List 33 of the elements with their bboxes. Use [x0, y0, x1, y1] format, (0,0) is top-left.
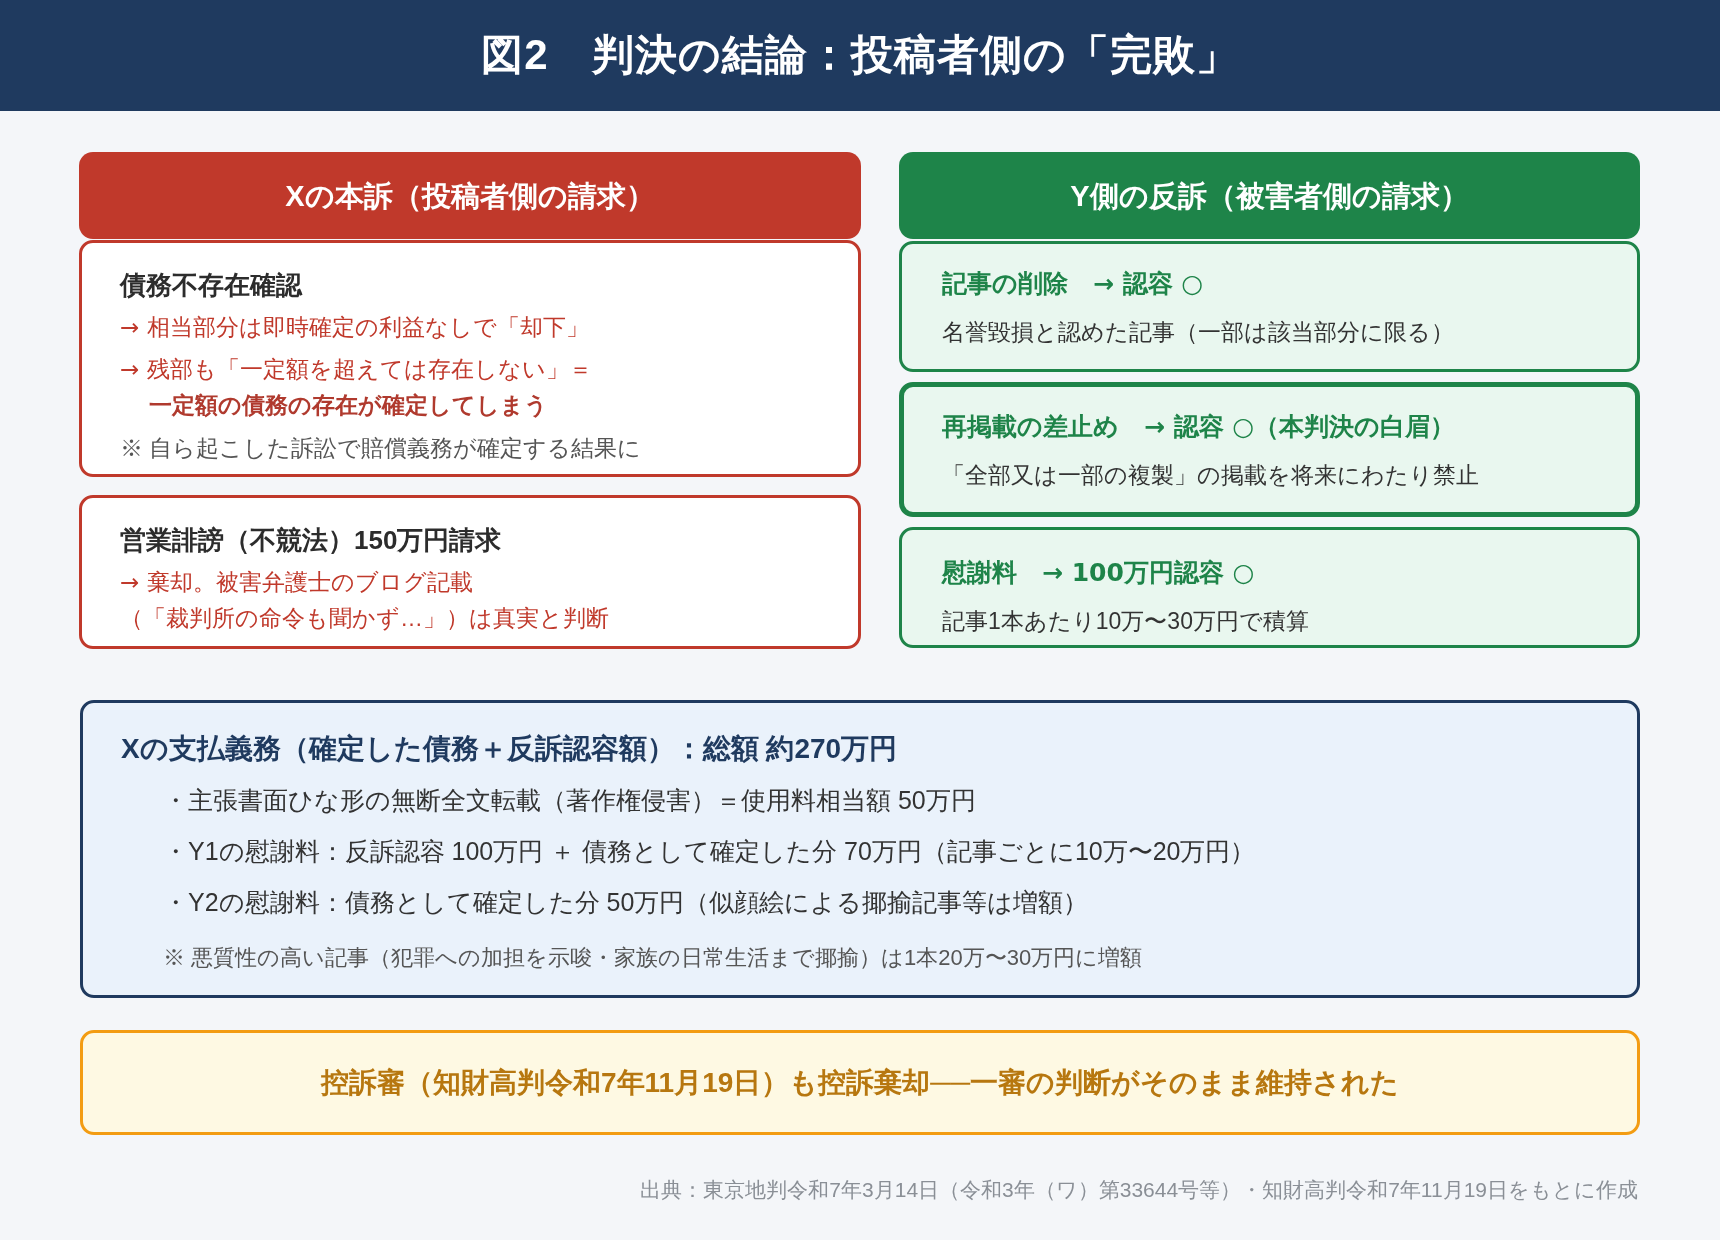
column-header: [899, 152, 1640, 239]
ruling-text: → 残部も「一定額を超えては存在しない」＝: [120, 355, 592, 384]
summary-heading: Xの支払義務（確定した債務＋反訴認容額）：総額 約270万円: [121, 732, 898, 766]
note-text: ※ 自ら起こした訴訟で賠償義務が確定する結果に: [120, 434, 642, 463]
ruling-text: → 相当部分は即時確定の利益なしで「却下」: [120, 313, 589, 342]
card-heading: 債務不存在確認: [120, 269, 302, 302]
counterclaim-card: [899, 527, 1640, 648]
ruling-text: → 棄却。被害弁護士のブログ記載: [120, 568, 473, 597]
card-heading: 慰謝料 → 100万円認容 ○: [942, 557, 1255, 589]
bullet-item: ・Y1の慰謝料：反訴認容 100万円 ＋ 債務として確定した分 70万円（記事ごとに10万〜20万円）: [163, 836, 1256, 867]
ruling-conclusion: 一定額の債務の存在が確定してしまう: [149, 391, 548, 420]
column-header: [79, 152, 861, 239]
counterclaim-card: [899, 241, 1640, 372]
ruling-text: （「裁判所の命令も聞かず…」）は真実と判断: [120, 604, 609, 633]
appeal-banner: [80, 1030, 1640, 1135]
card-body-text: 名誉毀損と認めた記事（一部は該当部分に限る）: [942, 318, 1454, 347]
summary-panel: [80, 700, 1640, 998]
note-text: ※ 悪質性の高い記事（犯罪への加担を示唆・家族の日常生活まで揶揄）は1本20万〜30万円に増額: [163, 944, 1143, 972]
column-title: Xの本訴（投稿者側の請求）: [285, 178, 655, 214]
card-body-text: 記事1本あたり10万〜30万円で積算: [942, 607, 1309, 636]
counterclaim-card: [899, 382, 1640, 517]
claim-card: [79, 495, 861, 649]
card-body-text: 「全部又は一部の複製」の掲載を将来にわたり禁止: [942, 461, 1479, 490]
source-note: 出典：東京地判令和7年3月14日（令和3年（ワ）第33644号等）・知財高判令和7年11月19日をもとに作成: [640, 1177, 1638, 1203]
card-heading: 再掲載の差止め → 認容 ○（本判決の白眉）: [942, 411, 1456, 443]
column-title: Y側の反訴（被害者側の請求）: [1070, 178, 1469, 214]
card-heading: 記事の削除 → 認容 ○: [942, 268, 1204, 300]
claim-card: [79, 240, 861, 477]
card-heading: 営業誹謗（不競法）150万円請求: [120, 524, 502, 557]
diagram-title: 図2 判決の結論：投稿者側の「完敗」: [481, 30, 1239, 81]
bullet-item: ・主張書面ひな形の無断全文転載（著作権侵害）＝使用料相当額 50万円: [163, 785, 976, 816]
bullet-item: ・Y2の慰謝料：債務として確定した分 50万円（似顔絵による揶揄記事等は増額）: [163, 887, 1089, 918]
appeal-text: 控訴審（知財高判令和7年11月19日）も控訴棄却──一審の判断がそのまま維持された: [321, 1065, 1399, 1100]
